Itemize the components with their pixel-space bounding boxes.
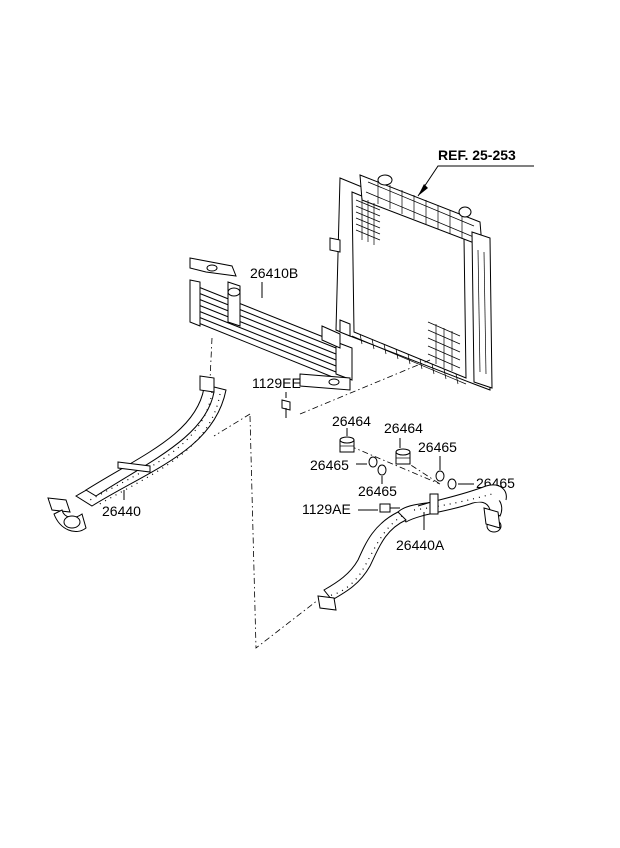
label-26440a: 26440A <box>396 537 445 553</box>
washer-a <box>368 456 378 468</box>
label-26464-a: 26464 <box>332 413 371 429</box>
bolt-1129ee <box>281 399 291 418</box>
label-1129ee: 1129EE <box>252 375 301 391</box>
label-26464-b: 26464 <box>384 420 423 436</box>
union-right <box>395 448 411 465</box>
label-26465-c: 26465 <box>418 439 457 455</box>
label-1129ae: 1129AE <box>302 501 351 517</box>
label-26410b: 26410B <box>250 265 298 281</box>
ref-label: REF. 25-253 <box>438 147 516 163</box>
guide-lines <box>209 337 441 649</box>
washer-b <box>377 464 387 476</box>
bolt-1129ae <box>379 503 400 513</box>
washer-c <box>435 470 445 482</box>
oil-cooler <box>189 257 353 391</box>
label-26440: 26440 <box>102 503 141 519</box>
label-26465-b: 26465 <box>358 483 397 499</box>
label-26465-a: 26465 <box>310 457 349 473</box>
washer-d <box>447 478 457 490</box>
ref-callout: REF. 25-253 <box>417 147 534 197</box>
hose-26440 <box>47 375 227 532</box>
radiator-assembly <box>329 174 493 391</box>
hose-26440a <box>317 484 507 611</box>
union-left <box>339 436 355 453</box>
